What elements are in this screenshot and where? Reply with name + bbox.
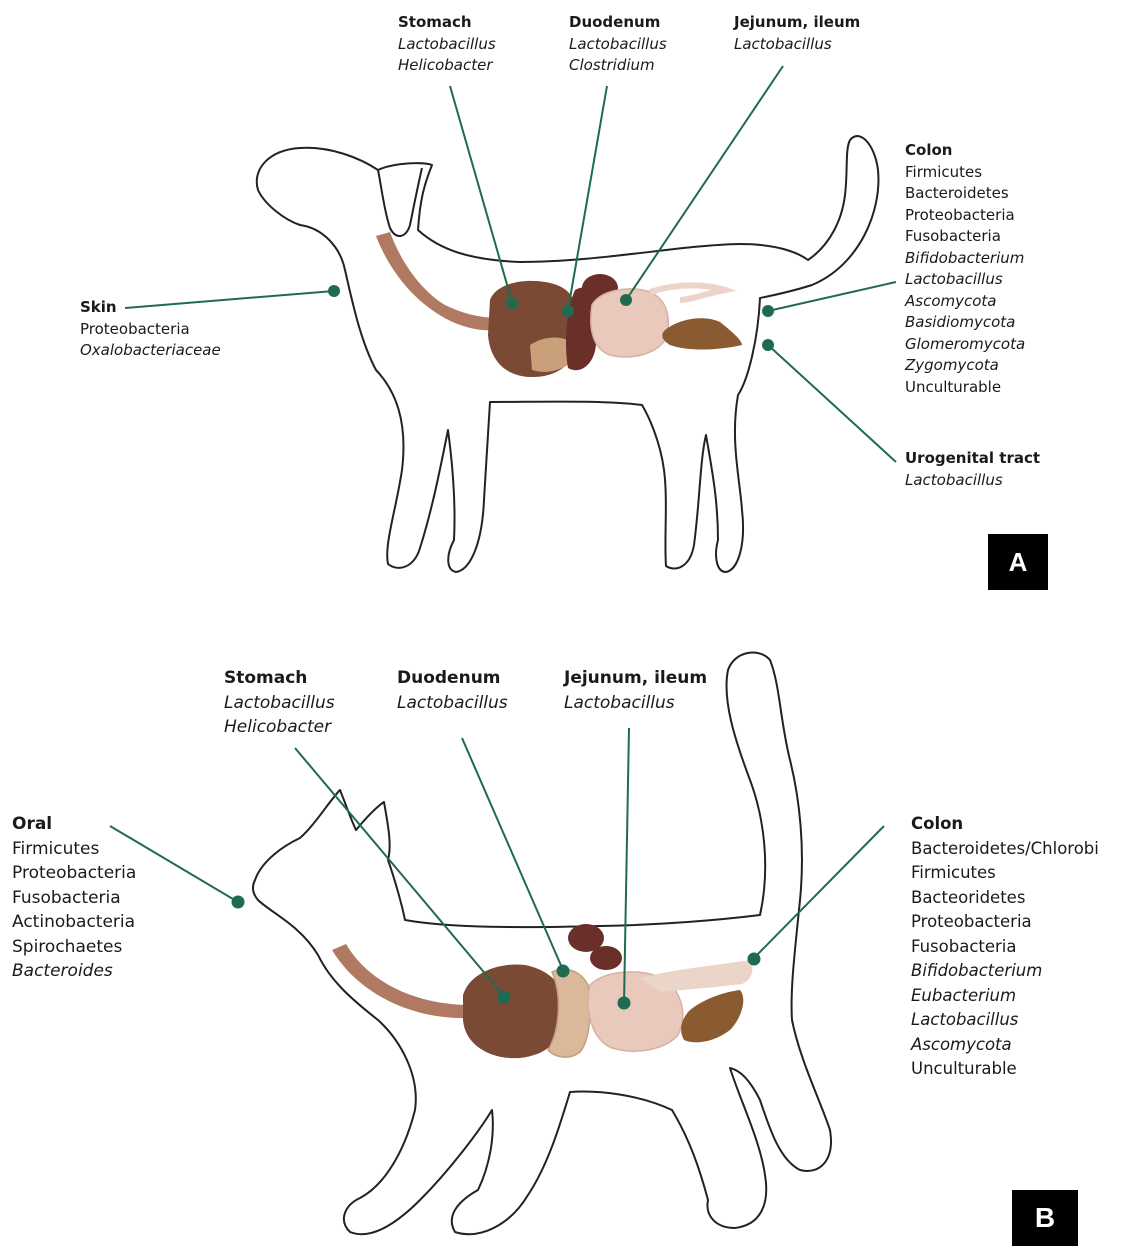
label-b-oral-item: Actinobacteria	[12, 910, 136, 935]
label-b-oral-item: Proteobacteria	[12, 861, 136, 886]
label-a-skin-title: Skin	[80, 297, 221, 319]
label-b-colon-item: Bifidobacterium	[911, 959, 1099, 984]
dot-a-stomach	[506, 297, 518, 309]
panel-b-badge: B	[1012, 1190, 1078, 1246]
cat-esophagus	[332, 944, 470, 1018]
leader-b-duodenum	[462, 738, 563, 970]
leader-b-colon	[754, 826, 884, 958]
label-b-oral-item: Fusobacteria	[12, 886, 136, 911]
leader-a-urogenital	[768, 345, 896, 462]
label-a-colon-item: Bifidobacterium	[905, 248, 1025, 270]
label-a-colon-item: Fusobacteria	[905, 226, 1025, 248]
label-b-colon-item: Unculturable	[911, 1057, 1099, 1082]
dot-a-jejunum	[620, 294, 632, 306]
label-b-colon: Colon Bacteroidetes/Chlorobi Firmicutes …	[911, 812, 1099, 1082]
label-b-jejunum-item: Lactobacillus	[564, 691, 707, 716]
label-a-urogenital-title: Urogenital tract	[905, 448, 1040, 470]
label-b-oral: Oral Firmicutes Proteobacteria Fusobacte…	[12, 812, 136, 984]
panel-a-badge: A	[988, 534, 1048, 590]
label-a-urogenital-item: Lactobacillus	[905, 470, 1040, 492]
dot-a-duodenum	[562, 305, 574, 317]
label-a-duodenum-title: Duodenum	[569, 12, 667, 34]
dog-rectum-organ	[662, 318, 742, 349]
label-b-stomach-title: Stomach	[224, 666, 335, 691]
label-a-jejunum-title: Jejunum, ileum	[734, 12, 860, 34]
label-b-colon-item: Bacteroidetes/Chlorobi	[911, 837, 1099, 862]
dog-colon	[650, 285, 725, 300]
label-b-stomach-item: Helicobacter	[224, 715, 335, 740]
label-a-colon-item: Ascomycota	[905, 291, 1025, 313]
dot-b-colon	[748, 953, 761, 966]
dog-ear	[378, 168, 422, 236]
label-b-oral-item: Bacteroides	[12, 959, 136, 984]
label-a-duodenum-item: Clostridium	[569, 55, 667, 77]
dot-b-stomach	[498, 991, 511, 1004]
label-b-colon-item: Ascomycota	[911, 1033, 1099, 1058]
label-a-skin: Skin Proteobacteria Oxalobacteriaceae	[80, 297, 221, 362]
label-a-colon-item: Bacteroidetes	[905, 183, 1025, 205]
label-a-urogenital: Urogenital tract Lactobacillus	[905, 448, 1040, 491]
label-a-colon-item: Firmicutes	[905, 162, 1025, 184]
dot-a-colon	[762, 305, 774, 317]
label-a-colon-item: Zygomycota	[905, 355, 1025, 377]
dot-b-oral	[232, 896, 245, 909]
label-a-stomach: Stomach Lactobacillus Helicobacter	[398, 12, 496, 77]
cat-colon	[640, 960, 752, 992]
label-a-jejunum-item: Lactobacillus	[734, 34, 860, 56]
label-a-stomach-item: Lactobacillus	[398, 34, 496, 56]
label-a-colon-item: Lactobacillus	[905, 269, 1025, 291]
label-a-colon-item: Basidiomycota	[905, 312, 1025, 334]
label-b-colon-item: Bacteoridetes	[911, 886, 1099, 911]
dot-b-duodenum	[557, 965, 570, 978]
label-a-stomach-title: Stomach	[398, 12, 496, 34]
label-a-jejunum: Jejunum, ileum Lactobacillus	[734, 12, 860, 55]
label-a-colon-item: Proteobacteria	[905, 205, 1025, 227]
label-a-duodenum: Duodenum Lactobacillus Clostridium	[569, 12, 667, 77]
label-b-colon-item: Firmicutes	[911, 861, 1099, 886]
leader-a-colon	[768, 282, 896, 311]
label-b-duodenum: Duodenum Lactobacillus	[397, 666, 508, 715]
leader-b-stomach	[295, 748, 504, 996]
leader-a-stomach	[450, 86, 512, 302]
label-a-duodenum-item: Lactobacillus	[569, 34, 667, 56]
cat-outline	[253, 653, 831, 1235]
label-b-jejunum: Jejunum, ileum Lactobacillus	[564, 666, 707, 715]
label-b-stomach: Stomach Lactobacillus Helicobacter	[224, 666, 335, 740]
label-b-jejunum-title: Jejunum, ileum	[564, 666, 707, 691]
label-b-oral-item: Firmicutes	[12, 837, 136, 862]
label-b-colon-item: Proteobacteria	[911, 910, 1099, 935]
label-b-duodenum-title: Duodenum	[397, 666, 508, 691]
label-a-colon-item: Glomeromycota	[905, 334, 1025, 356]
dot-a-skin	[328, 285, 340, 297]
label-b-stomach-item: Lactobacillus	[224, 691, 335, 716]
dot-a-urogenital	[762, 339, 774, 351]
cat-kidney-2	[590, 946, 622, 970]
label-b-oral-title: Oral	[12, 812, 136, 837]
dog-esophagus	[376, 232, 498, 330]
dot-b-jejunum	[618, 997, 631, 1010]
label-b-colon-item: Lactobacillus	[911, 1008, 1099, 1033]
label-a-stomach-item: Helicobacter	[398, 55, 496, 77]
leader-a-jejunum	[626, 66, 783, 300]
dog-illustration	[257, 136, 879, 572]
label-b-colon-item: Eubacterium	[911, 984, 1099, 1009]
label-a-skin-item: Proteobacteria	[80, 319, 221, 341]
label-a-skin-item: Oxalobacteriaceae	[80, 340, 221, 362]
leader-b-jejunum	[624, 728, 629, 1003]
label-a-colon-title: Colon	[905, 140, 1025, 162]
label-b-duodenum-item: Lactobacillus	[397, 691, 508, 716]
cat-illustration	[253, 653, 831, 1235]
label-b-colon-item: Fusobacteria	[911, 935, 1099, 960]
label-a-colon: Colon Firmicutes Bacteroidetes Proteobac…	[905, 140, 1025, 398]
cat-rectum-organ	[681, 990, 743, 1042]
label-a-colon-item: Unculturable	[905, 377, 1025, 399]
label-b-colon-title: Colon	[911, 812, 1099, 837]
label-b-oral-item: Spirochaetes	[12, 935, 136, 960]
